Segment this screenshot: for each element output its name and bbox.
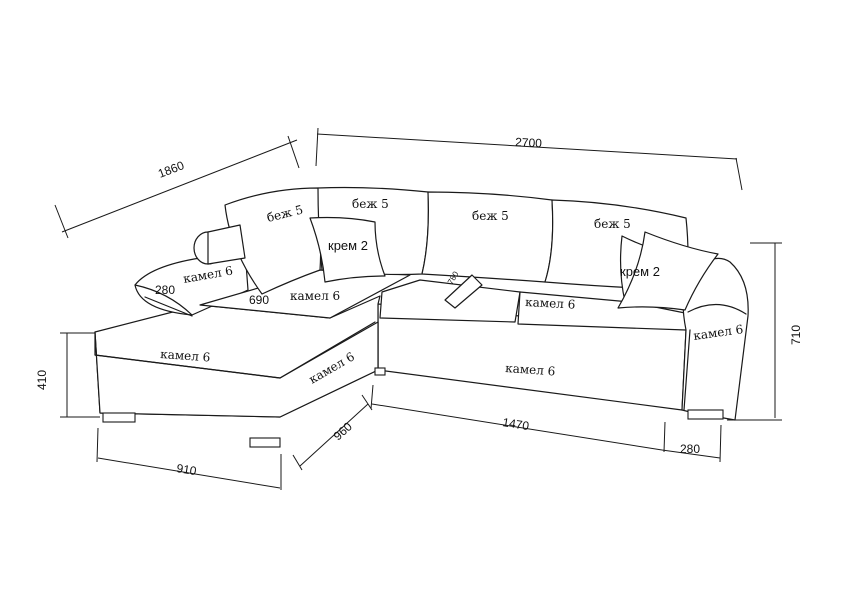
label-seat: камел 6 bbox=[525, 295, 576, 312]
pillow-left bbox=[309, 216, 386, 283]
leg-4 bbox=[687, 409, 724, 420]
label-chaise-front: камел 6 bbox=[160, 347, 211, 364]
back-cushion-3 bbox=[421, 191, 554, 283]
leg-3 bbox=[374, 367, 386, 376]
label-right-arm: камел 6 bbox=[692, 322, 744, 343]
dim-2700: 2700 bbox=[515, 135, 543, 150]
dim-280-right: 280 bbox=[680, 442, 700, 456]
dim-280-left: 280 bbox=[155, 283, 175, 297]
dim-1470: 1470 bbox=[502, 415, 531, 433]
dim-690: 690 bbox=[249, 293, 269, 307]
dimension-labels: 1860 2700 710 410 910 960 1470 280 280 6… bbox=[35, 135, 803, 478]
label-cushion-3: беж 5 bbox=[472, 209, 509, 223]
label-cushion-2: беж 5 bbox=[352, 197, 389, 211]
sofa-body bbox=[94, 186, 749, 448]
leg-1 bbox=[102, 412, 136, 423]
pillow-right bbox=[617, 231, 719, 311]
label-pillow-right: крем 2 bbox=[620, 264, 660, 279]
dim-1860: 1860 bbox=[156, 158, 186, 181]
leg-2 bbox=[249, 437, 281, 448]
dim-960: 960 bbox=[331, 419, 355, 443]
label-pillow-left: крем 2 bbox=[328, 238, 368, 253]
label-left-back: камел 6 bbox=[290, 289, 340, 303]
label-cushion-4: беж 5 bbox=[594, 217, 631, 231]
seat-pillow bbox=[444, 274, 483, 309]
dim-410: 410 bbox=[35, 370, 49, 390]
label-base-front: камел 6 bbox=[505, 361, 556, 378]
back-cushion-1 bbox=[224, 187, 322, 295]
dim-910: 910 bbox=[176, 461, 198, 478]
dim-710: 710 bbox=[789, 325, 803, 345]
